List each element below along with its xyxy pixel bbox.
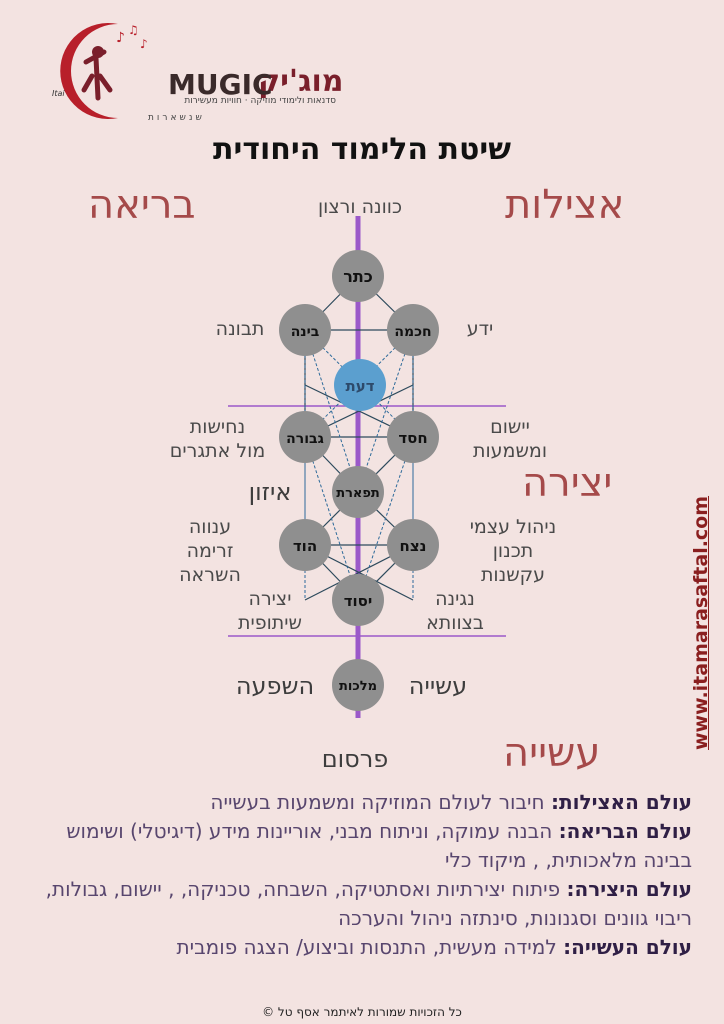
label-chesed-2: ומשמעות [472,440,547,462]
node-daat-label: דעת [345,377,374,395]
signature: Itai [52,89,65,98]
node-chochma: חכמה [387,304,439,356]
logo-english-name: MUGIC [168,68,273,101]
logo: ♪ ♫ ♪ Itai מוג'יק MUGIC סדנאות ולימודי מ… [48,18,344,128]
desc-asiya-title: עולם העשייה: [563,935,692,959]
label-gevura-1: נחישות [189,416,246,438]
node-hod-label: הוד [293,537,317,555]
world-yetzira: יצירה [522,460,613,506]
label-netzach-1: ניהול עצמי [469,516,557,538]
label-bottom: פרסום [321,745,389,773]
label-malchut-left: עשייה [408,672,468,700]
node-bina: בינה [279,304,331,356]
label-balance: איזון [248,478,292,506]
footer-copyright: כל הזכויות שמורות לאיתמר אסף טל © [262,1005,462,1019]
label-chesed-1: יישום [490,416,530,438]
node-tiferet: תפארת [332,466,384,518]
label-gevura-2: מול אתגרים [169,440,266,462]
desc-yetzira-title: עולם היצירה: [566,877,692,901]
label-yesod-left-1: נגינה [435,588,475,610]
world-beria: בריאה [88,182,196,228]
node-bina-label: בינה [291,324,320,340]
desc-yetzira: עולם היצירה: פיתוח יצירתיות ואסתטיקה, הש… [30,875,692,933]
node-chesed: חסד [387,411,439,463]
logo-moon-conductor-icon: ♪ ♫ ♪ Itai [52,23,148,120]
node-malchut-label: מלכות [339,679,377,694]
desc-asiya: עולם העשייה: למידה מעשית, התנסות וביצוע/… [30,933,692,962]
desc-atzilut-text: חיבור לעולם המוזיקה ומשמעות בעשייה [210,790,551,814]
node-chochma-label: חכמה [394,324,431,340]
label-hod-2: זרימה [186,540,234,562]
logo-subtagline: שנשארות [148,113,205,123]
desc-asiya-text: למידה מעשית, התנסות וביצוע/ הצגה פומבית [176,935,564,959]
svg-text:♪: ♪ [140,37,148,51]
logo-tagline: סדנאות ולימודי מוזיקה · חוויות מעשירות [184,96,336,106]
desc-beria: עולם הבריאה: הבנה עמוקה, וניתוח מבני, או… [30,817,692,875]
label-yesod-right-2: שיתופית [238,612,302,634]
label-yesod-right-1: יצירה [248,588,292,610]
label-netzach-2: תכנון [492,540,534,562]
label-netzach-3: עקשנות [480,564,546,586]
website-link-text[interactable]: www.itamarasaftal.com [690,495,712,750]
svg-text:♪: ♪ [116,30,125,46]
node-malchut: מלכות [332,659,384,711]
node-yesod-label: יסוד [344,592,373,610]
node-keter-label: כתר [343,267,373,286]
node-gevura-label: גבורה [286,431,324,447]
node-yesod: יסוד [332,574,384,626]
label-hod-1: ענווה [188,516,232,538]
label-understanding: תבונה [215,318,265,340]
label-yesod-left-2: בצוותא [426,612,484,634]
world-descriptions: עולם האצילות: חיבור לעולם המוזיקה ומשמעו… [30,788,692,962]
node-netzach: נצח [387,519,439,571]
label-malchut-right: השפעה [235,672,315,700]
desc-atzilut-title: עולם האצילות: [550,790,692,814]
node-keter: כתר [332,250,384,302]
node-daat: דעת [334,359,386,411]
desc-beria-text: הבנה עמוקה, וניתוח מבני, אוריינות מידע (… [66,819,692,872]
desc-atzilut: עולם האצילות: חיבור לעולם המוזיקה ומשמעו… [30,788,692,817]
svg-text:♫: ♫ [128,23,139,37]
node-tiferet-label: תפארת [336,486,380,501]
node-chesed-label: חסד [398,429,427,447]
node-netzach-label: נצח [400,537,427,555]
desc-beria-title: עולם הבריאה: [558,819,692,843]
label-knowledge: ידע [466,318,494,340]
page-title: שיטת הלימוד היחודית [213,132,511,167]
website-link[interactable]: www.itamarasaftal.com [690,490,714,750]
label-top: כוונה ורצון [318,196,402,218]
desc-yetzira-text: פיתוח יצירתיות ואסתטיקה, השבחה, טכניקה, … [45,877,692,930]
node-gevura: גבורה [279,411,331,463]
logo-hebrew-name: מוג'יק [258,64,344,99]
world-atzilut: אצילות [505,182,625,228]
label-hod-3: השראה [179,564,241,586]
node-hod: הוד [279,519,331,571]
world-asiya: עשייה [503,730,601,776]
